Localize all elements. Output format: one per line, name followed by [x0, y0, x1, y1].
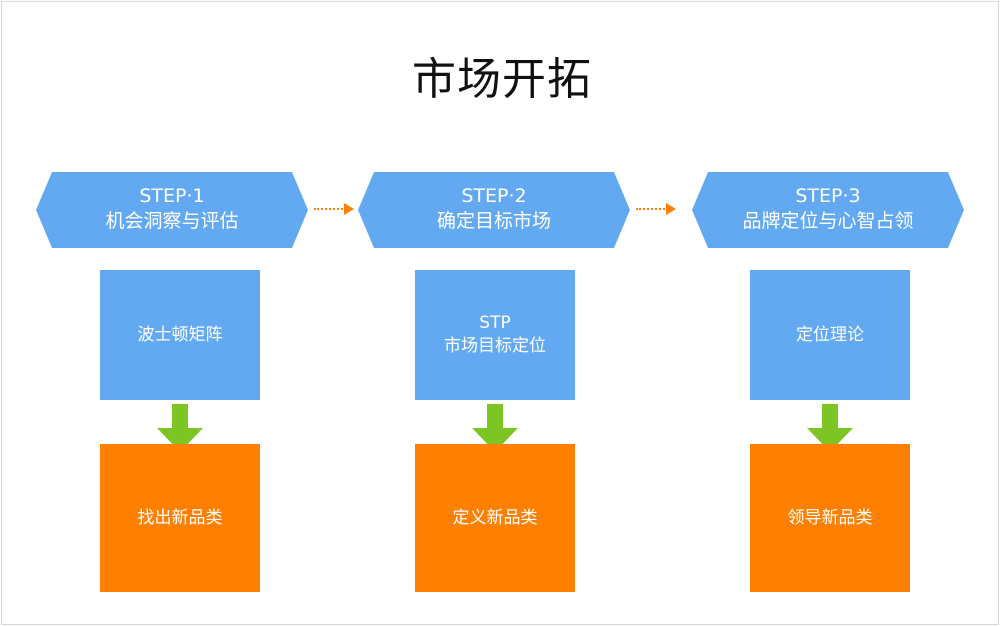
step-2-name: 确定目标市场 [436, 210, 551, 232]
step-3-banner: STEP·3 品牌定位与心智占领 [692, 172, 964, 248]
step-1-method-box: 波士顿矩阵 [100, 270, 260, 400]
step-2-banner: STEP·2 确定目标市场 [358, 172, 630, 248]
step-1-result-label: 找出新品类 [137, 507, 223, 528]
step-2-result-label: 定义新品类 [452, 507, 538, 528]
page-title: 市场开拓 [412, 54, 592, 105]
step-2-method-line-2: 市场目标定位 [444, 336, 546, 356]
step-1-method-line-1: 波士顿矩阵 [137, 324, 223, 345]
step-1-name: 机会洞察与评估 [105, 210, 239, 232]
connector-2-arrowhead-icon [666, 203, 676, 215]
step-3-result-box: 领导新品类 [750, 444, 910, 592]
step-3-result-label: 领导新品类 [787, 507, 873, 528]
step-2-result-box: 定义新品类 [415, 444, 575, 592]
connector-1-arrowhead-icon [344, 203, 354, 215]
connector-2-dotted-line [636, 208, 668, 210]
connector-1-dotted-line [314, 208, 346, 210]
step-2-method-line-1: STP [479, 313, 511, 333]
step-2-number: STEP·2 [461, 185, 527, 207]
step-2-method-box: STP 市场目标定位 [415, 270, 575, 400]
step-3-method-line-1: 定位理论 [796, 324, 864, 345]
step-1-result-box: 找出新品类 [100, 444, 260, 592]
step-3-name: 品牌定位与心智占领 [742, 210, 914, 232]
step-3-number: STEP·3 [795, 185, 861, 207]
step-1-banner: STEP·1 机会洞察与评估 [36, 172, 308, 248]
step-3-method-box: 定位理论 [750, 270, 910, 400]
step-1-number: STEP·1 [139, 185, 205, 207]
